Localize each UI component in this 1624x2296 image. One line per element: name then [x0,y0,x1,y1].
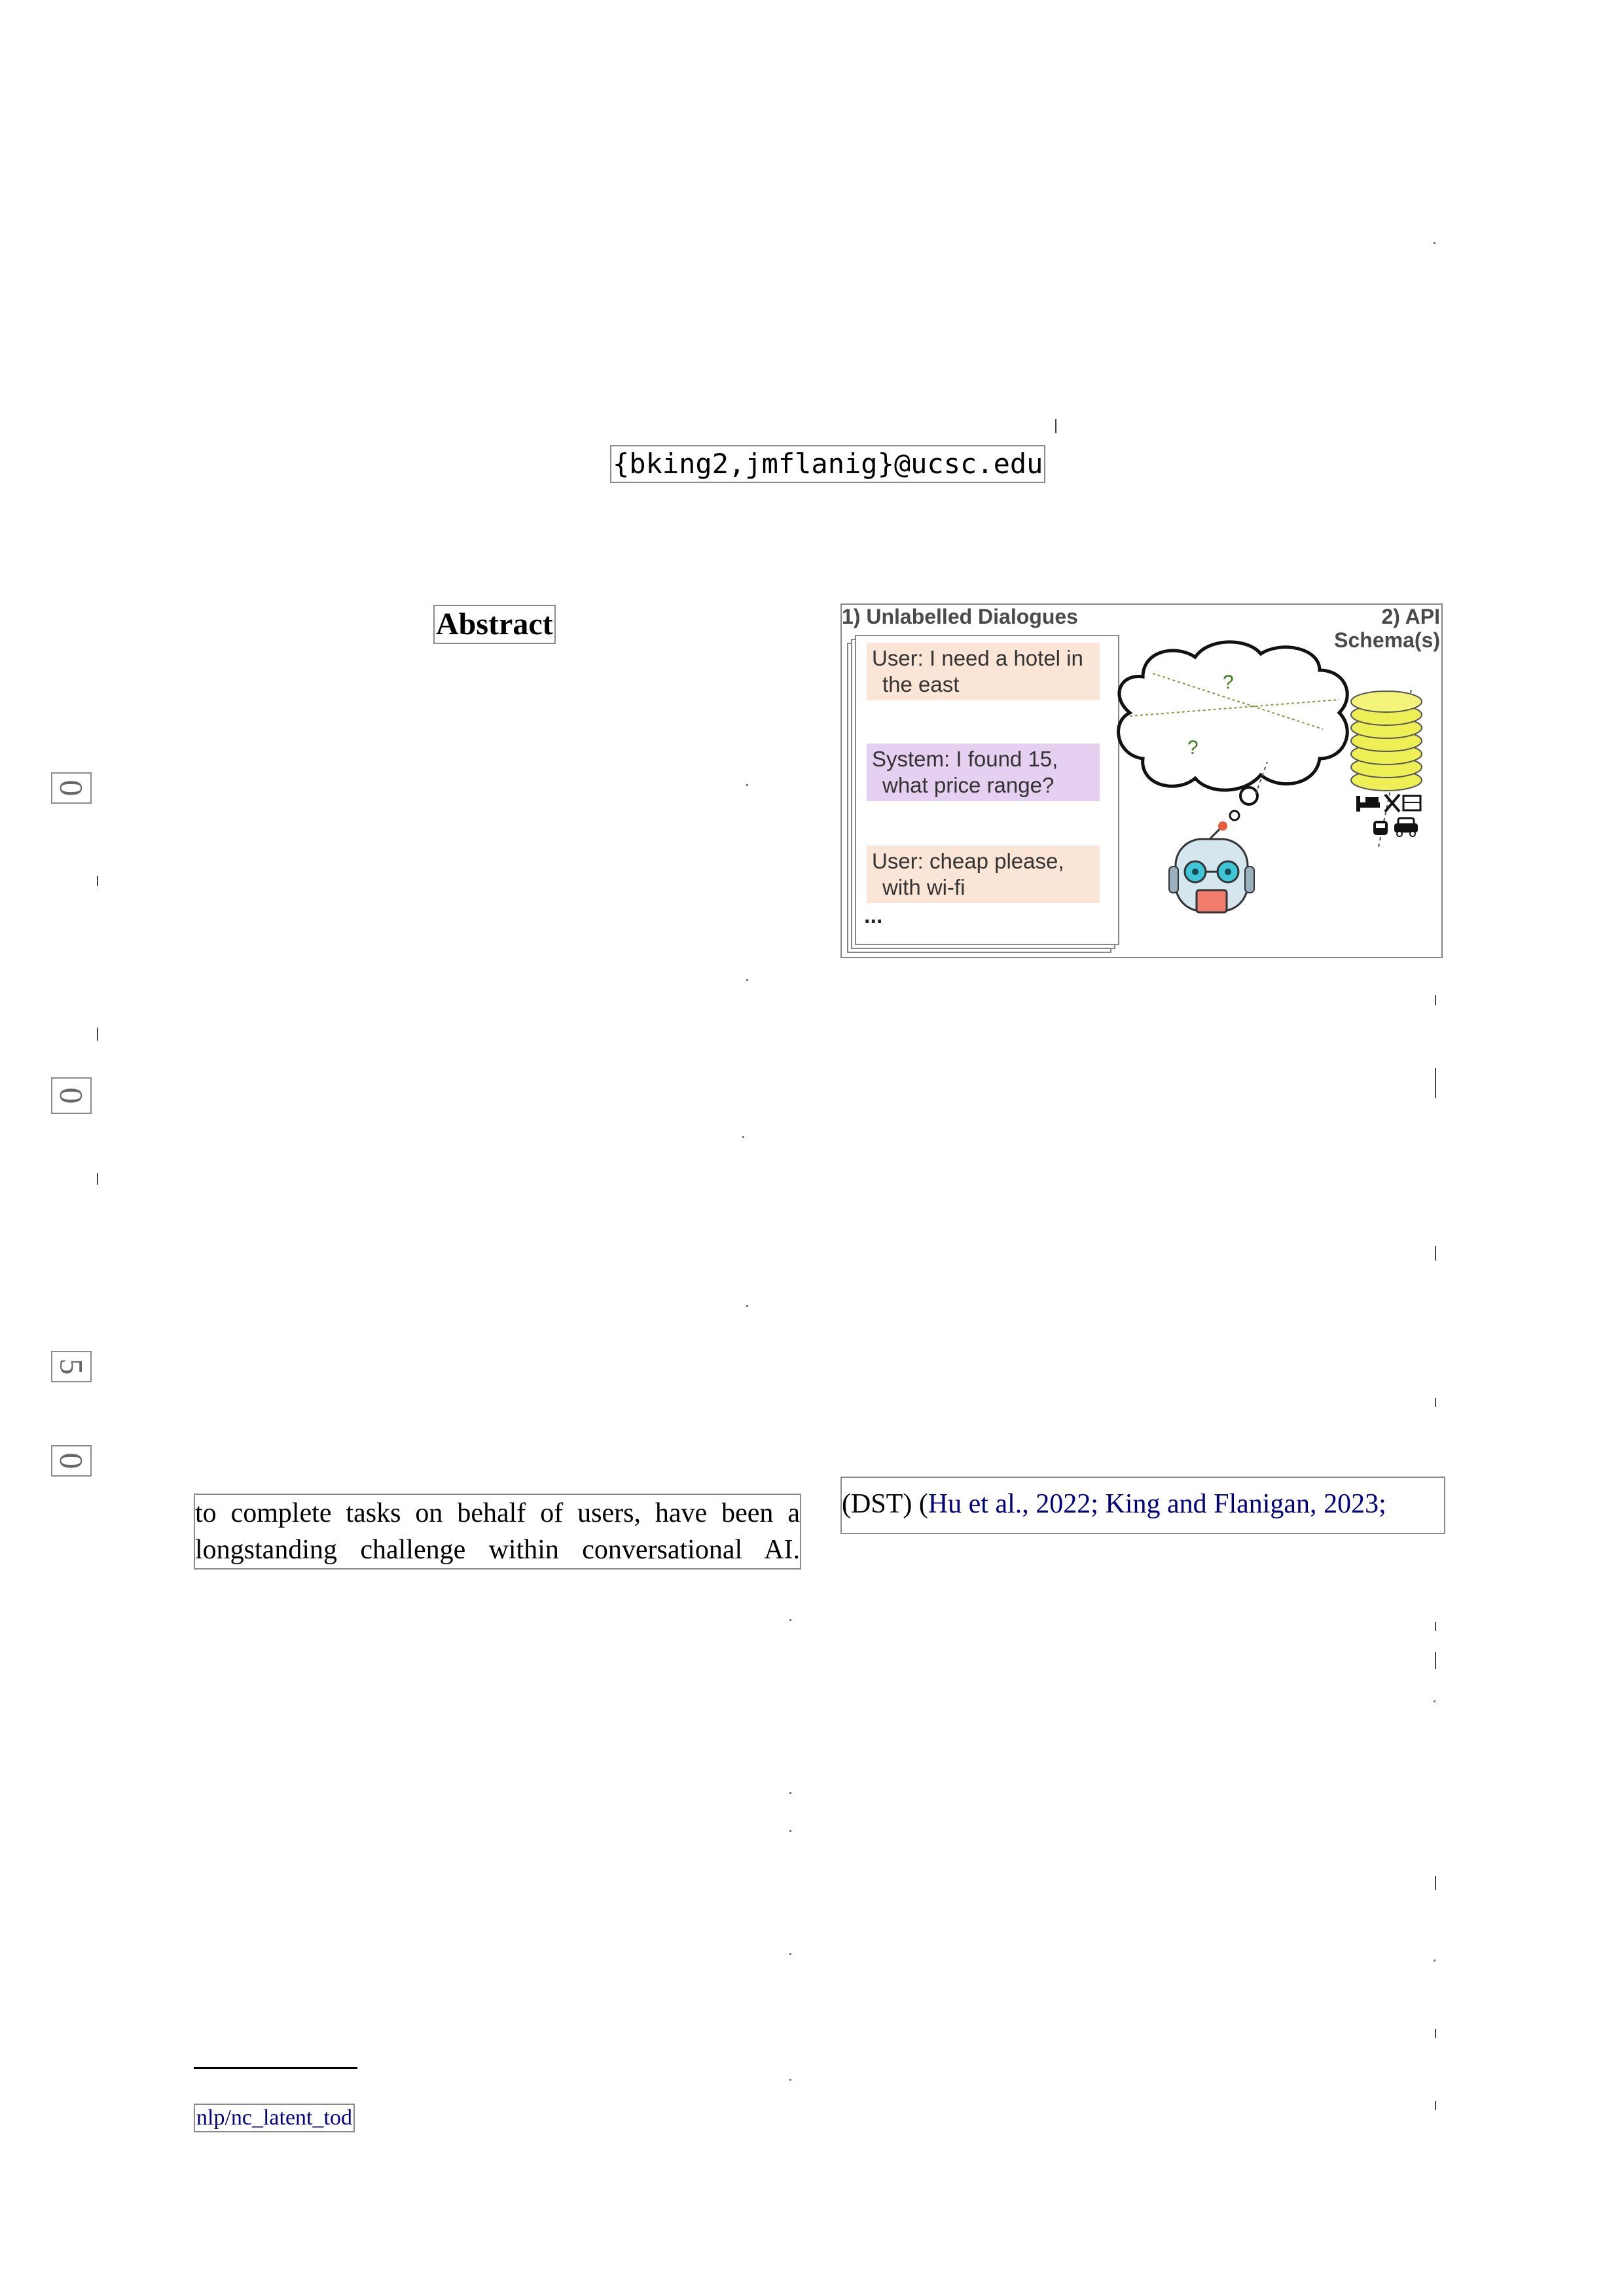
user-turn-bubble: User: I need a hotel in the east [867,643,1100,700]
dialogue-page: User: I need a hotel in the east System:… [855,635,1119,945]
citation-separator: ; [1379,1489,1386,1519]
margin-dot [1434,242,1435,244]
margin-tick [97,1028,98,1041]
fork-knife-icon [1384,793,1401,813]
margin-tick [1435,2101,1436,2110]
margin-dot [1434,1960,1435,1962]
figure-1: 1) Unlabelled Dialogues 2) API Schema(s)… [840,603,1443,958]
train-icon [1373,821,1388,835]
margin-dot [789,1792,791,1794]
figure-illustration: ? ? [1117,640,1422,914]
body-text-left: to complete tasks on behalf of users, ha… [194,1494,801,1570]
margin-dot [742,1136,744,1138]
margin-dot [746,979,748,981]
question-mark: ? [1187,737,1199,759]
citation-separator: ; [1091,1489,1106,1519]
text-fragment: (DST) ( [842,1489,928,1519]
text-line: longstanding challenge within conversati… [195,1535,800,1565]
database-icon [1350,691,1422,791]
margin-tick [97,876,98,886]
figure-label-dialogues: 1) Unlabelled Dialogues [842,605,1078,628]
taxi-icon [1394,817,1418,837]
ellipsis: ... [864,903,883,928]
body-text-right: (DST) (Hu et al., 2022; King and Flaniga… [840,1477,1445,1534]
margin-tick [1435,1398,1436,1407]
text-line: to complete tasks on behalf of users, ha… [195,1498,800,1528]
arxiv-id-char: 0 [51,1445,92,1477]
thought-cloud-icon: ? ? [1117,640,1349,821]
question-mark: ? [1223,672,1234,693]
margin-tick [97,1173,98,1185]
arxiv-id-char: 0 [51,772,92,804]
margin-tick [1055,419,1056,433]
footnote-rule [194,2067,357,2069]
bed-icon [1356,796,1380,812]
abstract-heading: Abstract [433,605,556,644]
author-email: {bking2,jmflanig}@ucsc.edu [610,445,1046,483]
margin-tick [1435,1652,1436,1669]
margin-dot [1434,1700,1435,1702]
margin-dot [789,1830,791,1832]
arxiv-id-char: 5 [51,1351,92,1382]
margin-dot [789,1619,791,1621]
margin-dot [746,1305,748,1307]
footnote-link[interactable]: nlp/nc_latent_tod [194,2104,355,2132]
margin-tick [1435,1622,1436,1631]
margin-tick [1435,2029,1436,2038]
margin-dot [746,784,748,786]
margin-dot [789,2079,791,2081]
citation-link[interactable]: Hu et al., 2022 [928,1489,1091,1519]
margin-tick [1435,1876,1436,1890]
robot-icon [1168,821,1255,914]
citation-link[interactable]: King and Flanigan, 2023 [1105,1489,1379,1519]
margin-tick [1435,1068,1436,1098]
margin-dot [789,1953,791,1955]
margin-tick [1435,995,1436,1005]
arxiv-id-char: 0 [51,1077,92,1114]
figure-label-api-schema: 2) API Schema(s) [1334,605,1440,652]
attraction-icon [1402,795,1422,812]
margin-tick [1435,1246,1436,1261]
system-turn-bubble: System: I found 15, what price range? [867,744,1100,801]
user-turn-bubble: User: cheap please, with wi-fi [867,846,1100,903]
